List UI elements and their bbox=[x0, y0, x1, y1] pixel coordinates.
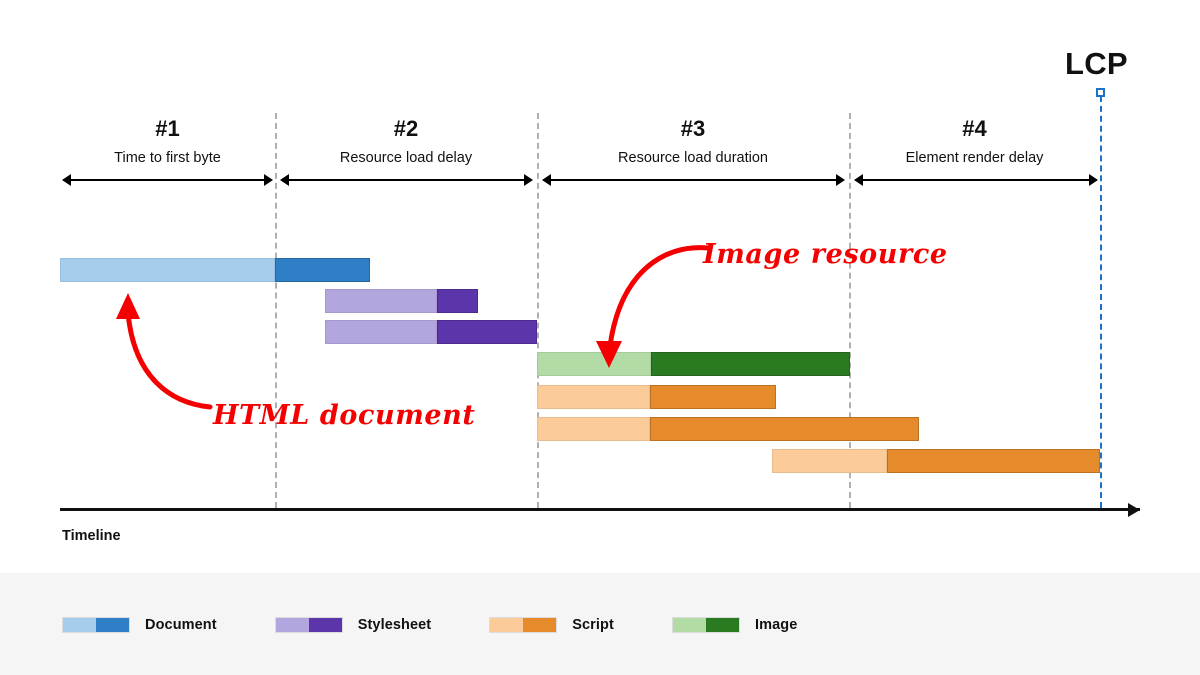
bar-segment-load bbox=[275, 258, 370, 282]
arrow-shaft bbox=[287, 179, 526, 181]
legend-item-document[interactable]: Document bbox=[62, 617, 217, 633]
timeline-axis bbox=[60, 508, 1140, 511]
timeline-axis-label: Timeline bbox=[62, 528, 121, 544]
timeline-axis-arrow-icon bbox=[1128, 503, 1140, 517]
arrow-head-left-icon bbox=[854, 174, 863, 186]
phase-3-measure-arrow bbox=[542, 174, 845, 186]
annotation-html-document: HTML document bbox=[213, 400, 476, 431]
bar-segment-wait bbox=[325, 320, 437, 344]
phase-1-measure-arrow bbox=[62, 174, 273, 186]
phase-1: #1 Time to first byte bbox=[60, 118, 275, 166]
swatch-light bbox=[490, 618, 524, 632]
phase-3: #3 Resource load duration bbox=[537, 118, 849, 166]
phase-2: #2 Resource load delay bbox=[275, 118, 537, 166]
image-resource-callout-arrow-icon bbox=[596, 245, 711, 368]
arrow-shaft bbox=[861, 179, 1091, 181]
phase-divider-3 bbox=[849, 113, 851, 508]
phase-1-number: #1 bbox=[155, 116, 180, 141]
bar-segment-load bbox=[650, 417, 919, 441]
arrow-head-right-icon bbox=[836, 174, 845, 186]
legend-swatch-script bbox=[489, 617, 558, 633]
swatch-light bbox=[672, 618, 706, 632]
arrow-head-left-icon bbox=[542, 174, 551, 186]
html-document-callout-arrow-icon bbox=[116, 293, 213, 410]
legend-label-image: Image bbox=[754, 617, 798, 633]
legend-swatch-stylesheet bbox=[274, 617, 343, 633]
waterfall-bar-script-2[interactable] bbox=[537, 417, 919, 441]
waterfall-bar-image[interactable] bbox=[537, 352, 850, 376]
swatch-dark bbox=[523, 618, 557, 632]
arrow-head-right-icon bbox=[524, 174, 533, 186]
annotation-image-resource: Image resource bbox=[703, 239, 948, 270]
waterfall-bar-script-3[interactable] bbox=[772, 449, 1100, 473]
bar-segment-wait bbox=[60, 258, 275, 282]
bar-segment-load bbox=[437, 320, 537, 344]
waterfall-bar-script-1[interactable] bbox=[537, 385, 776, 409]
phase-4: #4 Element render delay bbox=[849, 118, 1100, 166]
waterfall-bar-document[interactable] bbox=[60, 258, 370, 282]
phase-3-label: Resource load duration bbox=[618, 150, 768, 166]
legend-label-document: Document bbox=[145, 617, 217, 633]
phase-2-number: #2 bbox=[393, 116, 419, 141]
phase-1-label: Time to first byte bbox=[114, 150, 221, 166]
arrow-shaft bbox=[69, 179, 266, 181]
bar-segment-load bbox=[651, 352, 850, 376]
phase-4-measure-arrow bbox=[854, 174, 1098, 186]
arrow-head-right-icon bbox=[264, 174, 273, 186]
legend-label-stylesheet: Stylesheet bbox=[357, 617, 432, 633]
phase-divider-2 bbox=[537, 113, 539, 508]
bar-segment-wait bbox=[537, 385, 650, 409]
bar-segment-wait bbox=[537, 352, 651, 376]
waterfall-bar-stylesheet-2[interactable] bbox=[325, 320, 537, 344]
lcp-marker-line bbox=[1100, 96, 1102, 508]
bar-segment-wait bbox=[772, 449, 887, 473]
waterfall-bar-stylesheet-1[interactable] bbox=[325, 289, 478, 313]
phase-4-number: #4 bbox=[962, 116, 987, 141]
bar-segment-wait bbox=[537, 417, 650, 441]
swatch-light bbox=[63, 618, 96, 632]
swatch-dark bbox=[96, 618, 129, 632]
arrow-head-left-icon bbox=[62, 174, 71, 186]
arrow-head-left-icon bbox=[280, 174, 289, 186]
bar-segment-load bbox=[650, 385, 776, 409]
legend-item-stylesheet[interactable]: Stylesheet bbox=[274, 617, 432, 633]
phase-4-label: Element render delay bbox=[905, 150, 1044, 166]
swatch-light bbox=[275, 618, 309, 632]
arrow-head-right-icon bbox=[1089, 174, 1098, 186]
arrow-shaft bbox=[549, 179, 838, 181]
legend-item-script[interactable]: Script bbox=[489, 617, 614, 633]
swatch-dark bbox=[705, 618, 739, 632]
legend: Document Stylesheet Script bbox=[62, 617, 855, 633]
legend-strip: Document Stylesheet Script bbox=[0, 573, 1200, 675]
phase-2-label: Resource load delay bbox=[339, 150, 473, 166]
lcp-title: LCP bbox=[1065, 46, 1128, 81]
bar-segment-load bbox=[437, 289, 478, 313]
legend-swatch-document bbox=[62, 617, 130, 633]
legend-label-script: Script bbox=[572, 617, 614, 633]
phase-2-measure-arrow bbox=[280, 174, 533, 186]
bar-segment-load bbox=[887, 449, 1100, 473]
legend-swatch-image bbox=[671, 617, 740, 633]
phase-3-number: #3 bbox=[680, 116, 706, 141]
bar-segment-wait bbox=[325, 289, 437, 313]
swatch-dark bbox=[308, 618, 342, 632]
legend-item-image[interactable]: Image bbox=[671, 617, 798, 633]
phase-divider-1 bbox=[275, 113, 277, 508]
